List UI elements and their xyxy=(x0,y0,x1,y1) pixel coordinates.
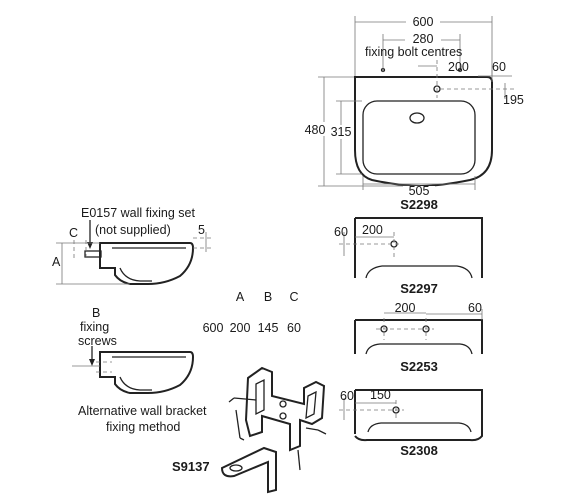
table-cell-0: 600 xyxy=(203,321,224,335)
label-a: A xyxy=(52,255,61,269)
dim-5: 5 xyxy=(198,223,205,237)
dim-480: 480 xyxy=(305,123,326,137)
title-s2253: S2253 xyxy=(400,359,438,374)
basin-s2253-plan: 200 60 S2253 xyxy=(354,301,483,374)
dim-60: 60 xyxy=(340,389,354,403)
alt-caption-line2: fixing method xyxy=(106,420,180,434)
dim-505: 505 xyxy=(409,184,430,198)
side-view-alt-bracket: B fixing screws Alternative wall bracket… xyxy=(72,306,207,434)
dim-315: 315 xyxy=(331,125,352,139)
side-view-wall-fixing: E0157 wall fixing set (not supplied) C A… xyxy=(52,206,212,285)
table-cell-3: 60 xyxy=(287,321,301,335)
title-s9137: S9137 xyxy=(172,459,210,474)
bracket-support-arm xyxy=(220,446,277,494)
wall-bracket-s9137: S9137 xyxy=(172,366,327,494)
wall-fixing-bolt xyxy=(84,250,102,258)
screws-label: screws xyxy=(78,334,117,348)
bolt-centres-caption: fixing bolt centres xyxy=(365,45,462,59)
table-header-c: C xyxy=(289,290,298,304)
dim-200: 200 xyxy=(362,223,383,237)
dim-600: 600 xyxy=(413,15,434,29)
dim-280: 280 xyxy=(413,32,434,46)
basin-s2297-plan: 60 200 S2297 xyxy=(334,217,483,296)
dim-60: 60 xyxy=(492,60,506,74)
waste-outlet xyxy=(409,112,425,124)
basin-bowl xyxy=(362,100,476,175)
wall-fixing-set-label: E0157 wall fixing set xyxy=(81,206,195,220)
dimension-table: A B C 600 200 145 60 xyxy=(203,290,301,335)
not-supplied-label: (not supplied) xyxy=(95,223,171,237)
dim-150: 150 xyxy=(370,388,391,402)
dim-200: 200 xyxy=(395,301,416,315)
basin-s2298-plan: 600 280 fixing bolt centres 200 60 195 4… xyxy=(301,12,524,212)
title-s2308: S2308 xyxy=(400,443,438,458)
basin-s2308-plan: 60 150 S2308 xyxy=(339,388,483,458)
label-c: C xyxy=(69,226,78,240)
title-s2298: S2298 xyxy=(400,197,438,212)
alt-caption-line1: Alternative wall bracket xyxy=(78,404,207,418)
dim-200: 200 xyxy=(448,60,469,74)
fixing-label: fixing xyxy=(80,320,109,334)
dim-60: 60 xyxy=(468,301,482,315)
table-header-a: A xyxy=(236,290,245,304)
basin-side-profile xyxy=(99,242,195,285)
title-s2297: S2297 xyxy=(400,281,438,296)
bracket-frame xyxy=(244,366,326,452)
table-cell-1: 200 xyxy=(230,321,251,335)
basin-side-profile-alt xyxy=(99,351,195,394)
dim-60: 60 xyxy=(334,225,348,239)
table-cell-2: 145 xyxy=(258,321,279,335)
label-b: B xyxy=(92,306,100,320)
dim-195: 195 xyxy=(503,93,524,107)
table-header-b: B xyxy=(264,290,272,304)
